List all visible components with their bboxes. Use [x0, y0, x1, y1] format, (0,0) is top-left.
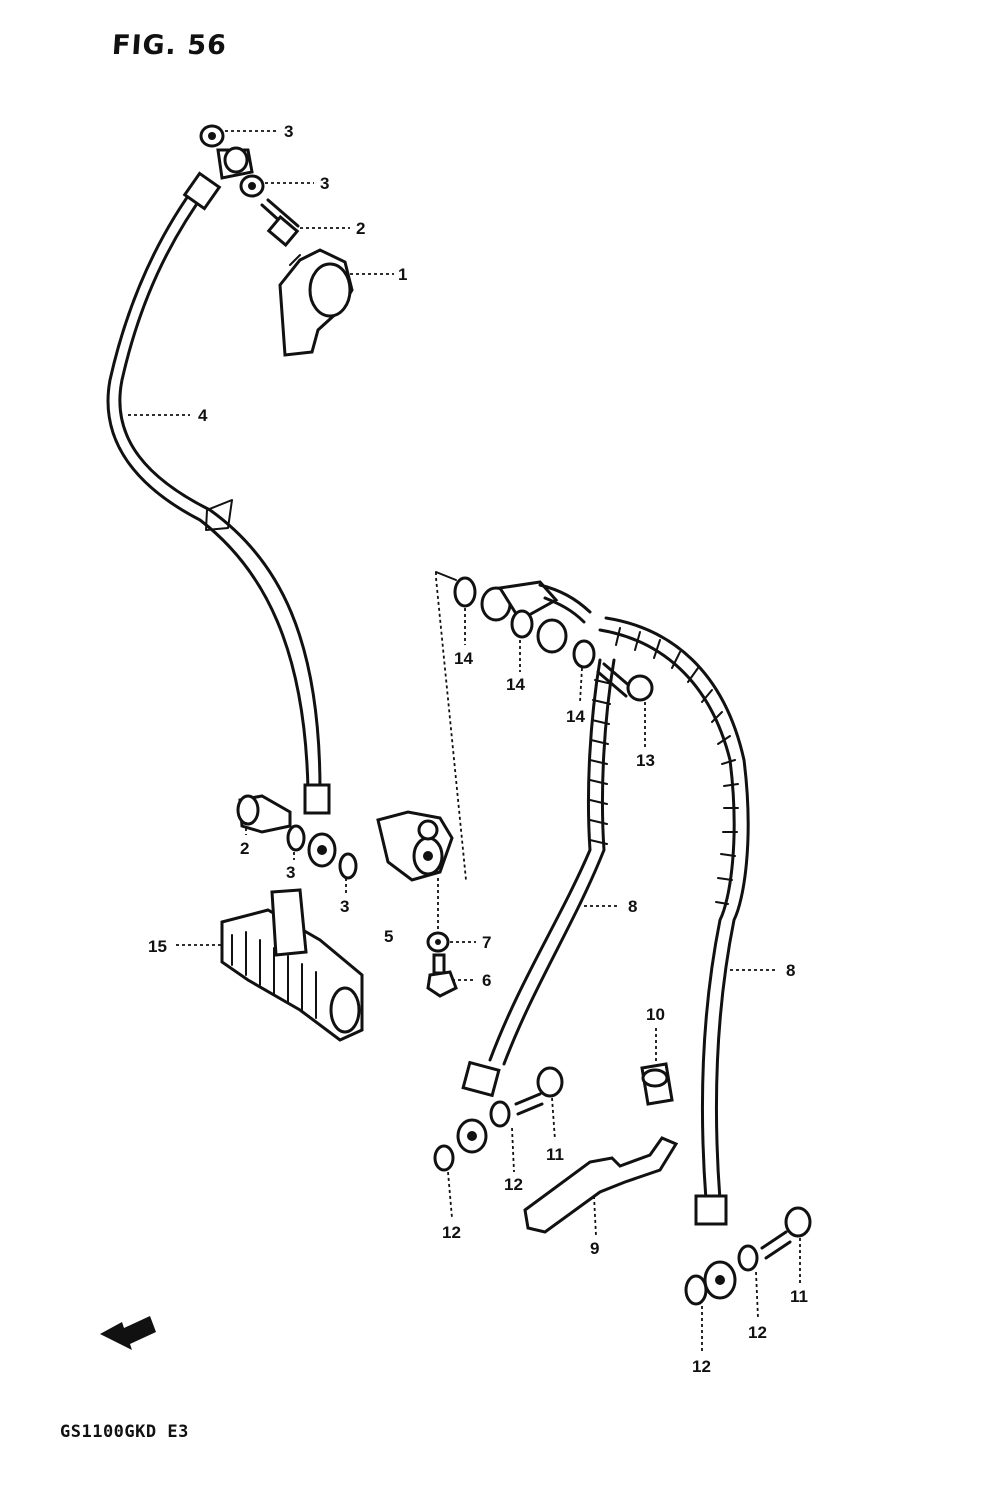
callout-3: 3 [320, 174, 329, 193]
callout-3: 3 [340, 897, 349, 916]
callout-12: 12 [504, 1175, 523, 1194]
callout-8: 8 [628, 897, 637, 916]
callout-2: 2 [240, 839, 249, 858]
front-direction-arrow [100, 1316, 156, 1350]
union-bolt-top [260, 198, 300, 248]
lower-banjo-group [453, 576, 596, 669]
callout-12: 12 [692, 1357, 711, 1376]
callout-12: 12 [748, 1323, 767, 1342]
callout-5: 5 [384, 927, 393, 946]
callout-15: 15 [148, 937, 167, 956]
callout-7: 7 [482, 933, 491, 952]
callout-6: 6 [482, 971, 491, 990]
lower-fittings [433, 1066, 812, 1306]
callout-8: 8 [786, 961, 795, 980]
callout-11: 11 [546, 1145, 564, 1164]
callout-labels: 3 3 2 1 4 14 14 14 13 2 3 3 5 7 6 15 8 8… [148, 122, 808, 1376]
callout-14: 14 [506, 675, 525, 694]
lower-brake-hose-right [598, 616, 750, 1300]
callout-9: 9 [590, 1239, 599, 1258]
callout-4: 4 [198, 406, 208, 425]
callout-3: 3 [284, 122, 293, 141]
callout-13: 13 [636, 751, 655, 770]
callout-3: 3 [286, 863, 295, 882]
joint-mount-hardware [426, 931, 458, 998]
hose-clamp [640, 1062, 674, 1106]
leader-lines [128, 130, 801, 1352]
regulator-unit [220, 888, 364, 1042]
model-code: GS1100GKD E3 [60, 1422, 189, 1442]
lower-brake-hose-left [456, 658, 616, 1154]
hose-bracket [523, 1136, 679, 1234]
callout-1: 1 [398, 265, 407, 284]
upper-banjo-fitting [199, 124, 265, 198]
callout-11: 11 [790, 1287, 808, 1306]
callout-14: 14 [454, 649, 473, 668]
three-way-joint [376, 571, 467, 882]
callout-14: 14 [566, 707, 585, 726]
callout-2: 2 [356, 219, 365, 238]
upper-brake-hose [106, 171, 331, 815]
master-cylinder [278, 248, 354, 357]
junction-fittings [236, 794, 358, 880]
callout-12: 12 [442, 1223, 461, 1242]
callout-10: 10 [646, 1005, 665, 1024]
